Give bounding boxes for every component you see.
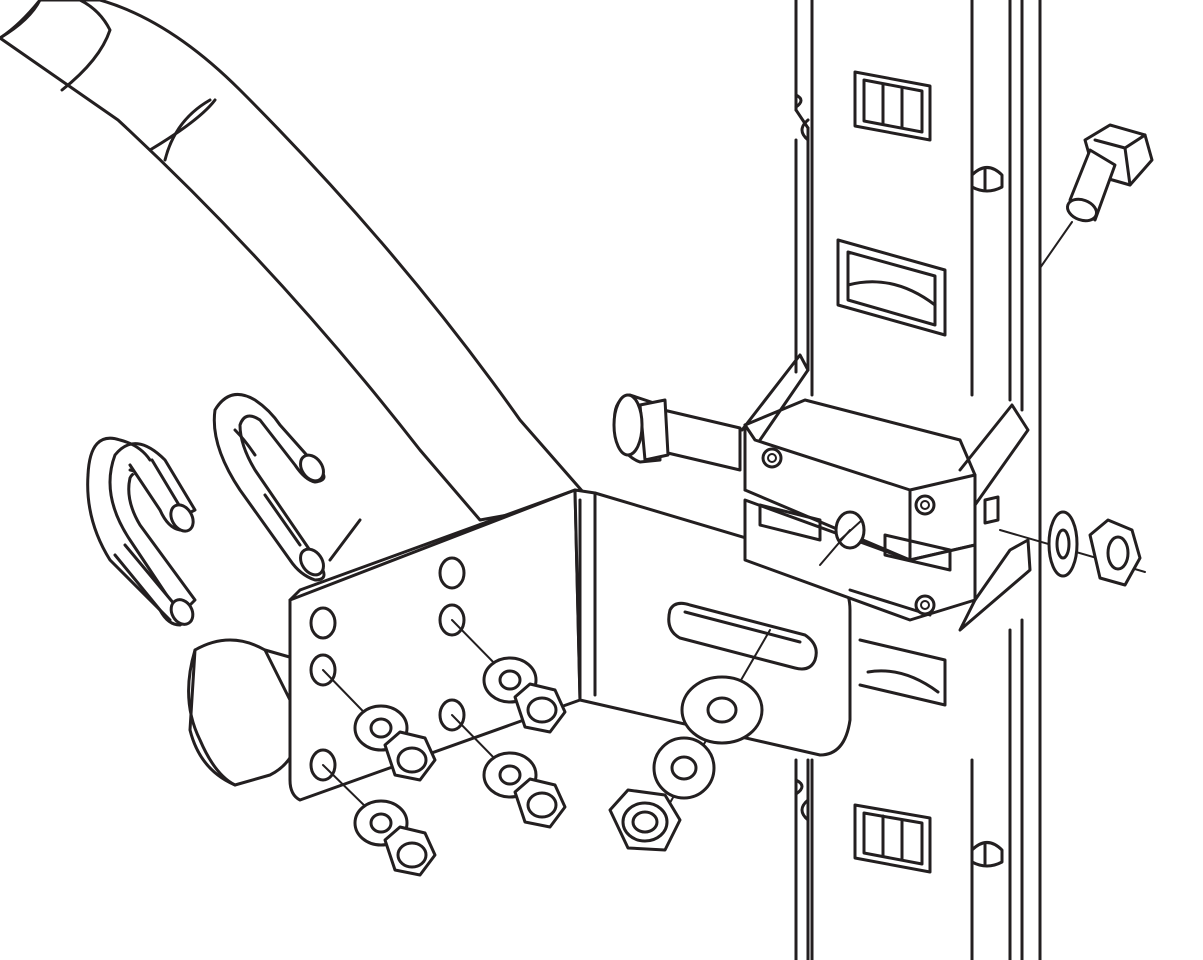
rack-slot-middle bbox=[836, 238, 947, 337]
bracket-hole bbox=[309, 606, 337, 640]
hex-nut bbox=[608, 788, 682, 852]
right-washer-nut bbox=[999, 510, 1146, 587]
hex-bolt bbox=[1039, 123, 1154, 269]
carriage-bolt bbox=[612, 393, 742, 472]
tube-arm bbox=[0, 0, 592, 562]
rack-slot-lower bbox=[858, 638, 947, 707]
hex-bolt-head-left bbox=[187, 638, 302, 787]
u-bolt-right bbox=[212, 392, 326, 582]
bracket-fasteners bbox=[322, 529, 851, 877]
hex-nut bbox=[513, 682, 567, 734]
rack-rail bbox=[794, 0, 1042, 960]
flat-washer bbox=[680, 675, 764, 745]
hex-nut bbox=[383, 825, 437, 877]
bracket-hole bbox=[438, 556, 466, 590]
rack-hole-top bbox=[853, 70, 932, 142]
u-bolt-left bbox=[86, 436, 197, 627]
flat-washer bbox=[652, 736, 716, 800]
rack-hole-bottom bbox=[853, 803, 932, 874]
hex-nut bbox=[513, 777, 567, 829]
hex-nut bbox=[383, 730, 437, 782]
rail-clamp bbox=[740, 353, 1032, 632]
